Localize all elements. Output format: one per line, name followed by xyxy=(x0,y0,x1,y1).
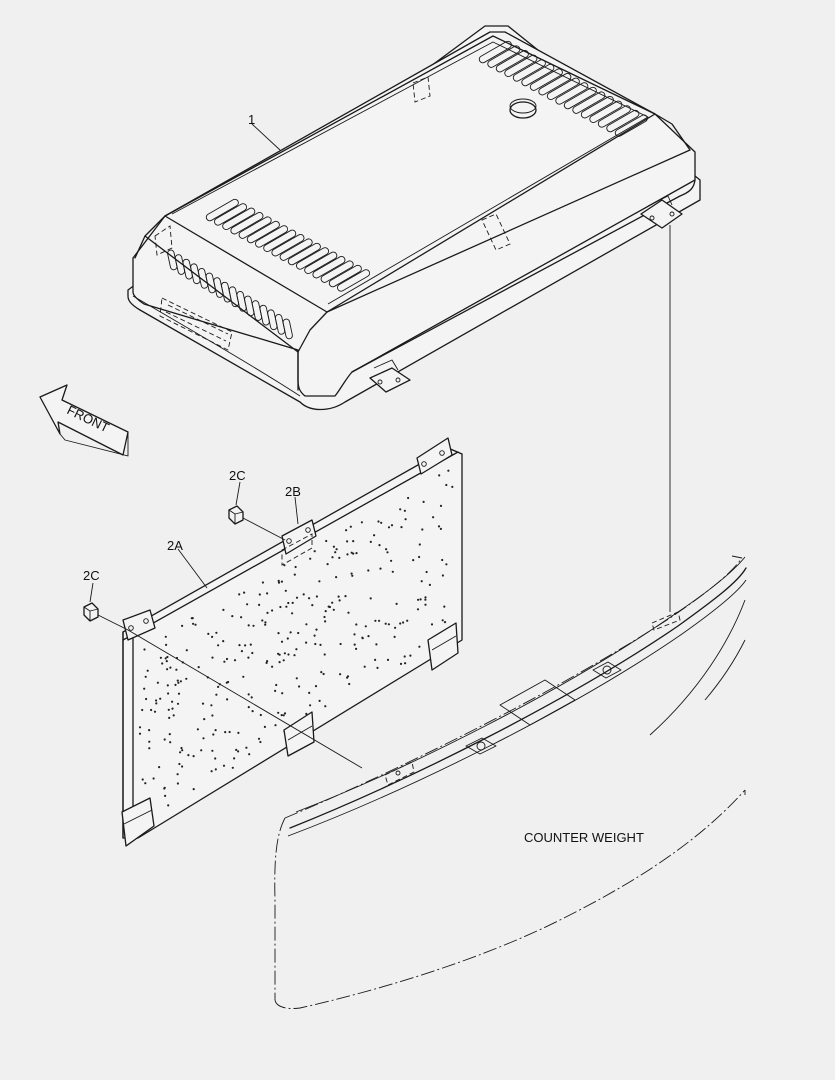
label-cover: 1 xyxy=(248,112,255,127)
label-counter-weight: COUNTER WEIGHT xyxy=(524,830,644,845)
label-bolt-left: 2C xyxy=(83,568,100,583)
label-bolt-top: 2C xyxy=(229,468,246,483)
front-direction-arrow: FRONT xyxy=(39,384,129,457)
counter-weight xyxy=(274,555,747,1009)
bolt-left xyxy=(83,602,99,622)
bolt-top xyxy=(228,505,244,525)
label-bracket: 2B xyxy=(285,484,301,499)
top-cover xyxy=(127,25,701,411)
side-panel xyxy=(121,437,463,847)
label-panel: 2A xyxy=(167,538,183,553)
assembly-lines xyxy=(89,123,671,769)
